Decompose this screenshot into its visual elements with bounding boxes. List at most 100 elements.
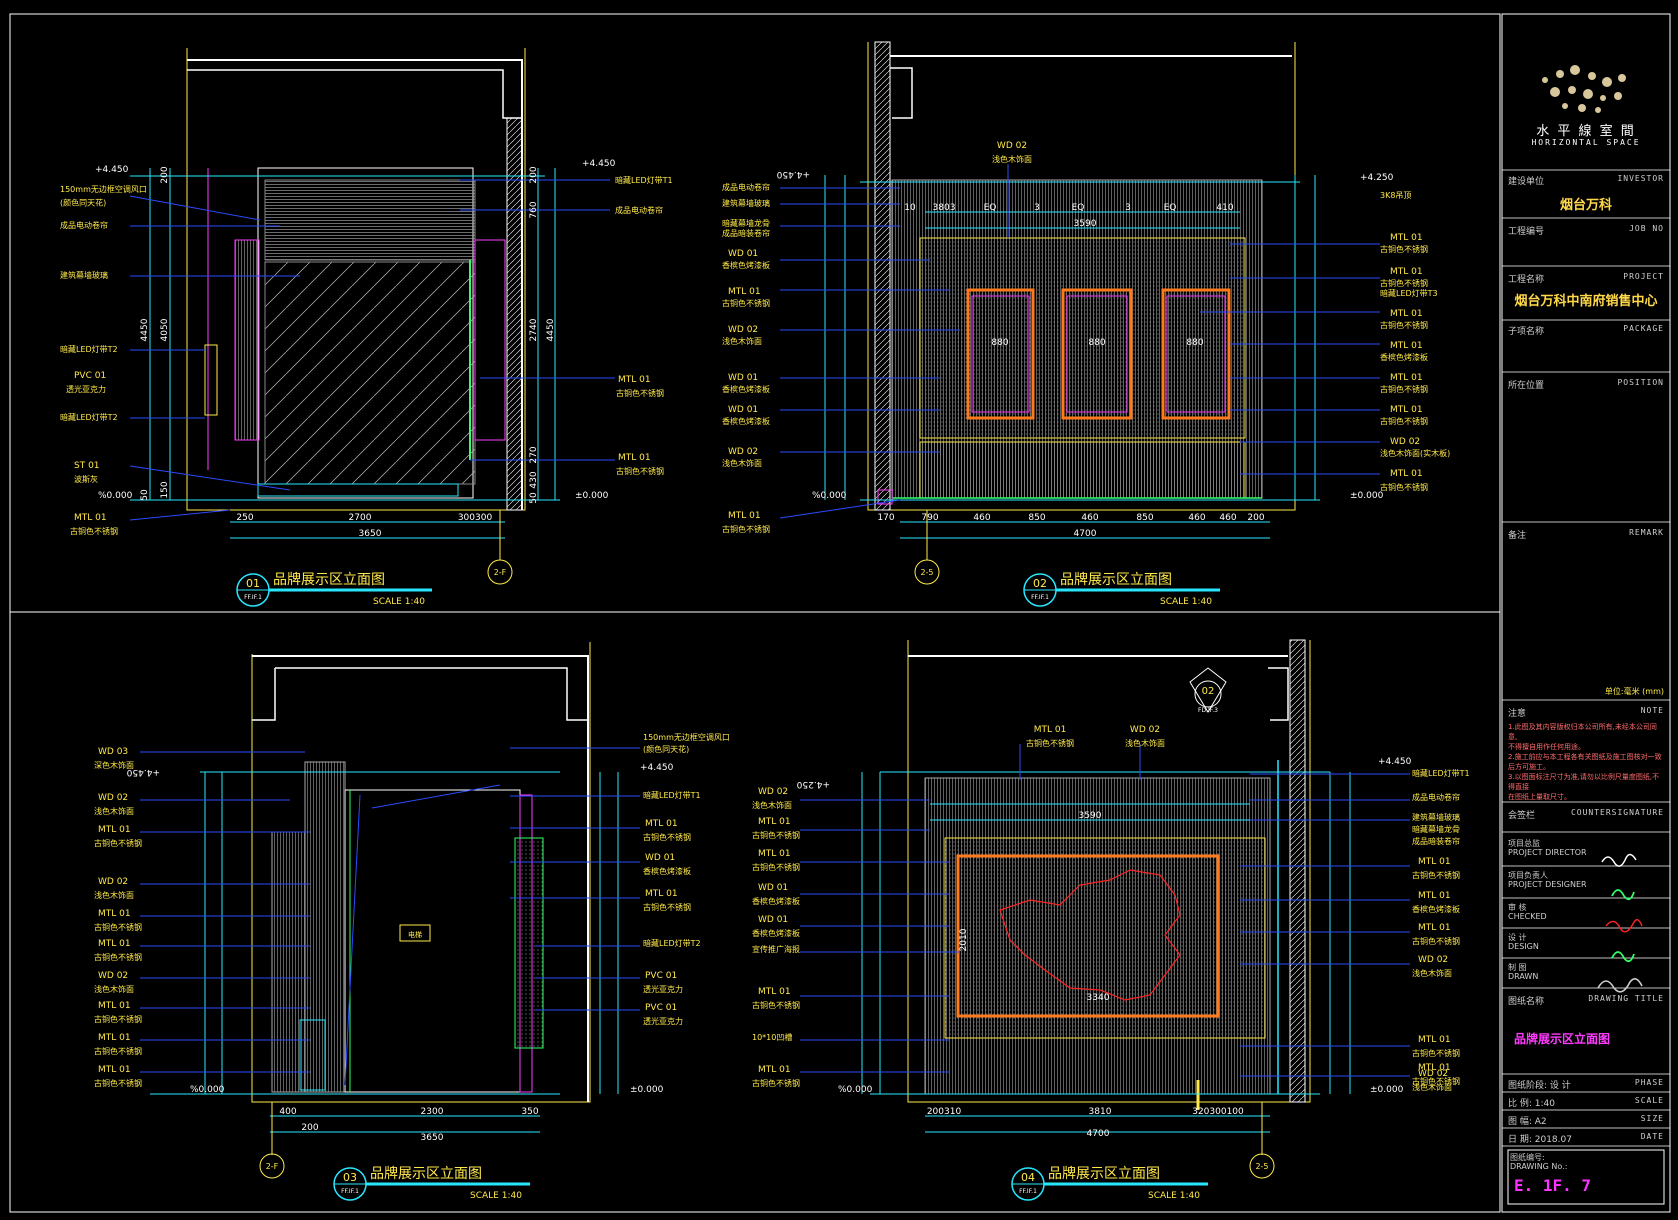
material-code: MTL 01 xyxy=(758,817,791,827)
material-code: MTL 01 xyxy=(1390,309,1423,319)
material-code: MTL 01 xyxy=(1418,1063,1451,1073)
drawing-no-label: 图纸编号: xyxy=(1510,1153,1545,1162)
material-label: 古铜色不锈钢 xyxy=(1412,936,1460,946)
material-label: 古铜色不锈钢 xyxy=(643,832,691,842)
dimension-text: 10 xyxy=(904,203,916,213)
dimension-text: 850 xyxy=(1136,513,1153,523)
elevation-view-02 xyxy=(779,41,1380,585)
designer-label-en: PROJECT DESIGNER xyxy=(1508,880,1587,889)
date-label-en: DATE xyxy=(1640,1132,1664,1141)
elevation-view-04 xyxy=(800,639,1410,1179)
phase-label-en: PHASE xyxy=(1634,1078,1664,1087)
material-code: WD 01 xyxy=(728,249,758,259)
material-label: 宣传推广海报 xyxy=(752,944,800,954)
material-code: MTL 01 xyxy=(728,287,761,297)
elevation-mark: +4.450 xyxy=(1378,757,1412,767)
material-label: 古铜色不锈钢 xyxy=(1380,482,1428,492)
material-code: MTL 01 xyxy=(74,513,107,523)
material-code: WD 02 xyxy=(98,877,128,887)
material-label: 古铜色不锈钢 xyxy=(94,1078,142,1088)
material-code: WD 02 xyxy=(1418,1069,1448,1079)
dimension-text: 3810 xyxy=(1089,1107,1112,1117)
material-code: MTL 01 xyxy=(1390,373,1423,383)
elevation-mark: %0.000 xyxy=(838,1085,873,1095)
material-label: 香槟色烤漆板 xyxy=(1380,352,1428,362)
elevation-mark: ±0.000 xyxy=(1370,1085,1404,1095)
material-label: 古铜色不锈钢 xyxy=(94,1014,142,1024)
elevation-view-03 xyxy=(140,642,640,1179)
checked-label-en: CHECKED xyxy=(1508,912,1547,921)
material-code: MTL 01 xyxy=(728,511,761,521)
material-label: 暗藏LED灯带T1 xyxy=(643,790,701,800)
material-code: WD 02 xyxy=(1418,955,1448,965)
material-label: 香槟色烤漆板 xyxy=(752,896,800,906)
material-label: 透光亚克力 xyxy=(643,1016,683,1026)
callout-number: 02 xyxy=(1202,686,1215,697)
material-code: WD 02 xyxy=(98,793,128,803)
elevation-mark: %0.000 xyxy=(190,1085,225,1095)
elevation-mark: ±0.000 xyxy=(1350,491,1384,501)
material-code: MTL 01 xyxy=(1418,857,1451,867)
dimension-text: 790 xyxy=(921,513,938,523)
note-line: 2.施工前应与本工程各有关图纸及施工图核对一致后方可施工。 xyxy=(1508,753,1662,771)
material-label: 古铜色不锈钢 xyxy=(1380,416,1428,426)
position-label-en: POSITION xyxy=(1617,378,1664,387)
director-label: 项目总监 xyxy=(1508,839,1540,848)
material-code: MTL 01 xyxy=(1390,341,1423,351)
material-label: 浅色木饰面 xyxy=(94,806,134,816)
jobno-label: 工程编号 xyxy=(1508,227,1545,237)
note-label-en: NOTE xyxy=(1640,706,1664,715)
material-label: 浅色木饰面 xyxy=(722,336,762,346)
elevation-mark: %0.000 xyxy=(812,491,847,501)
scale-label-en: SCALE xyxy=(1634,1096,1664,1105)
material-code: WD 01 xyxy=(728,373,758,383)
material-label: 成品暗装卷帘 xyxy=(1412,836,1460,846)
dimension-text: 3650 xyxy=(359,529,382,539)
material-label: 暗藏LED灯带T3 xyxy=(1380,288,1438,298)
material-code: MTL 01 xyxy=(1418,1035,1451,1045)
material-label: 古铜色不锈钢 xyxy=(1026,738,1074,748)
material-code: PVC 01 xyxy=(74,371,106,381)
view-scale: SCALE 1:40 xyxy=(1148,1191,1200,1201)
elevation-mark: +4.450 xyxy=(640,763,674,773)
dimension-text: 4700 xyxy=(1074,529,1097,539)
dimension-text: 3650 xyxy=(421,1133,444,1143)
material-label: 深色木饰面 xyxy=(94,760,134,770)
material-label: 古铜色不锈钢 xyxy=(94,952,142,962)
dimension-text: 4700 xyxy=(1087,1129,1110,1139)
dimension-text: 760 xyxy=(529,201,539,218)
scale-label: 比 例: 1:40 xyxy=(1508,1099,1555,1109)
grid-marker: 2-5 xyxy=(1255,1162,1268,1171)
material-code: MTL 01 xyxy=(1390,405,1423,415)
material-code: WD 02 xyxy=(98,971,128,981)
remark-label: 备注 xyxy=(1508,531,1527,541)
remark-label-en: REMARK xyxy=(1629,528,1664,537)
dimension-text: 880 xyxy=(991,338,1008,348)
view-scale: SCALE 1:40 xyxy=(1160,597,1212,607)
note-line: 1.此图及其内容版权归本公司所有,未经本公司同意, xyxy=(1508,723,1657,741)
material-code: MTL 01 xyxy=(618,375,651,385)
package-label-en: PACKAGE xyxy=(1623,324,1664,333)
dimension-text: 200 xyxy=(1247,513,1264,523)
view-ref: FF.IF.1 xyxy=(1031,594,1049,601)
material-label: 成品暗装卷帘 xyxy=(722,228,770,238)
material-label: 古铜色不锈钢 xyxy=(752,1000,800,1010)
drawing-title-label-en: DRAWING TITLE xyxy=(1588,994,1664,1003)
view-number: 01 xyxy=(246,577,260,590)
material-label: (颜色同天花) xyxy=(60,198,106,208)
size-label: 图 幅: A2 xyxy=(1508,1117,1547,1127)
view-title-markers xyxy=(236,573,1220,1201)
investor-label-en: INVESTOR xyxy=(1617,174,1664,183)
dimension-text: 3 xyxy=(1034,203,1040,213)
company-name-en: HORIZONTAL SPACE xyxy=(1531,138,1641,147)
notes-list: 1.此图及其内容版权归本公司所有,未经本公司同意, 不得擅自用作任何用途。2.施… xyxy=(1508,722,1666,802)
material-label: 香槟色烤漆板 xyxy=(643,866,691,876)
material-label: 古铜色不锈钢 xyxy=(643,902,691,912)
dimension-text: 400 xyxy=(279,1107,296,1117)
material-label: 建筑幕墙玻璃 xyxy=(722,198,770,208)
material-code: ST 01 xyxy=(74,461,100,471)
drawing-title-label: 图纸名称 xyxy=(1508,997,1545,1007)
material-code: WD 02 xyxy=(758,787,788,797)
material-code: MTL 01 xyxy=(98,1033,131,1043)
